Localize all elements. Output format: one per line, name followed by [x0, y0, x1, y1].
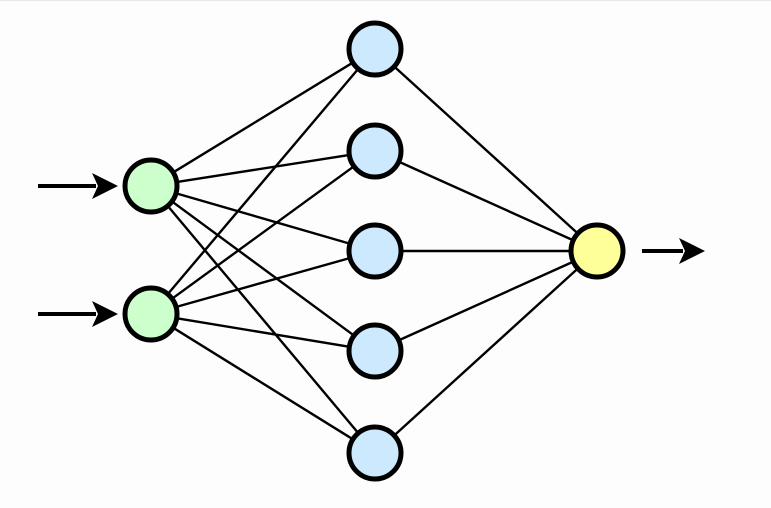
output-arrow-1-icon	[642, 238, 705, 264]
node-hid-5[interactable]	[346, 424, 404, 482]
edge-group	[165, 60, 580, 442]
node-hid-1[interactable]	[346, 20, 404, 78]
node-hid-2[interactable]	[346, 122, 404, 180]
edge-hid-1-to-out-1	[392, 64, 580, 236]
edge-hid-4-to-out-1	[396, 260, 576, 342]
input-arrow-1-icon	[38, 173, 118, 199]
edge-in-2-to-hid-5	[171, 325, 355, 442]
edge-in-1-to-hid-4	[169, 199, 357, 338]
edge-in-2-to-hid-1	[165, 66, 361, 297]
input-arrow-2-icon	[38, 301, 118, 327]
node-circle-in-1[interactable]	[122, 157, 180, 215]
node-circle-hid-3[interactable]	[346, 222, 404, 280]
node-in-2[interactable]	[122, 285, 180, 343]
node-circle-hid-2[interactable]	[346, 122, 404, 180]
edge-hid-5-to-out-1	[392, 266, 580, 438]
edge-in-2-to-hid-2	[170, 164, 356, 301]
node-in-1[interactable]	[122, 157, 180, 215]
node-group	[122, 20, 626, 482]
node-circle-in-2[interactable]	[122, 285, 180, 343]
node-hid-4[interactable]	[346, 322, 404, 380]
arrow-group	[38, 173, 705, 327]
edge-in-2-to-hid-4	[174, 316, 352, 349]
edge-in-1-to-hid-2	[174, 153, 352, 184]
node-hid-3[interactable]	[346, 222, 404, 280]
node-circle-hid-1[interactable]	[346, 20, 404, 78]
edge-hid-2-to-out-1	[396, 160, 576, 242]
edge-in-2-to-hid-3	[173, 256, 353, 309]
node-circle-hid-4[interactable]	[346, 322, 404, 380]
edge-in-1-to-hid-5	[165, 203, 361, 436]
node-out-1[interactable]	[568, 222, 626, 280]
node-circle-hid-5[interactable]	[346, 424, 404, 482]
edge-in-1-to-hid-3	[173, 191, 353, 246]
edge-in-1-to-hid-1	[171, 60, 355, 175]
node-circle-out-1[interactable]	[568, 222, 626, 280]
